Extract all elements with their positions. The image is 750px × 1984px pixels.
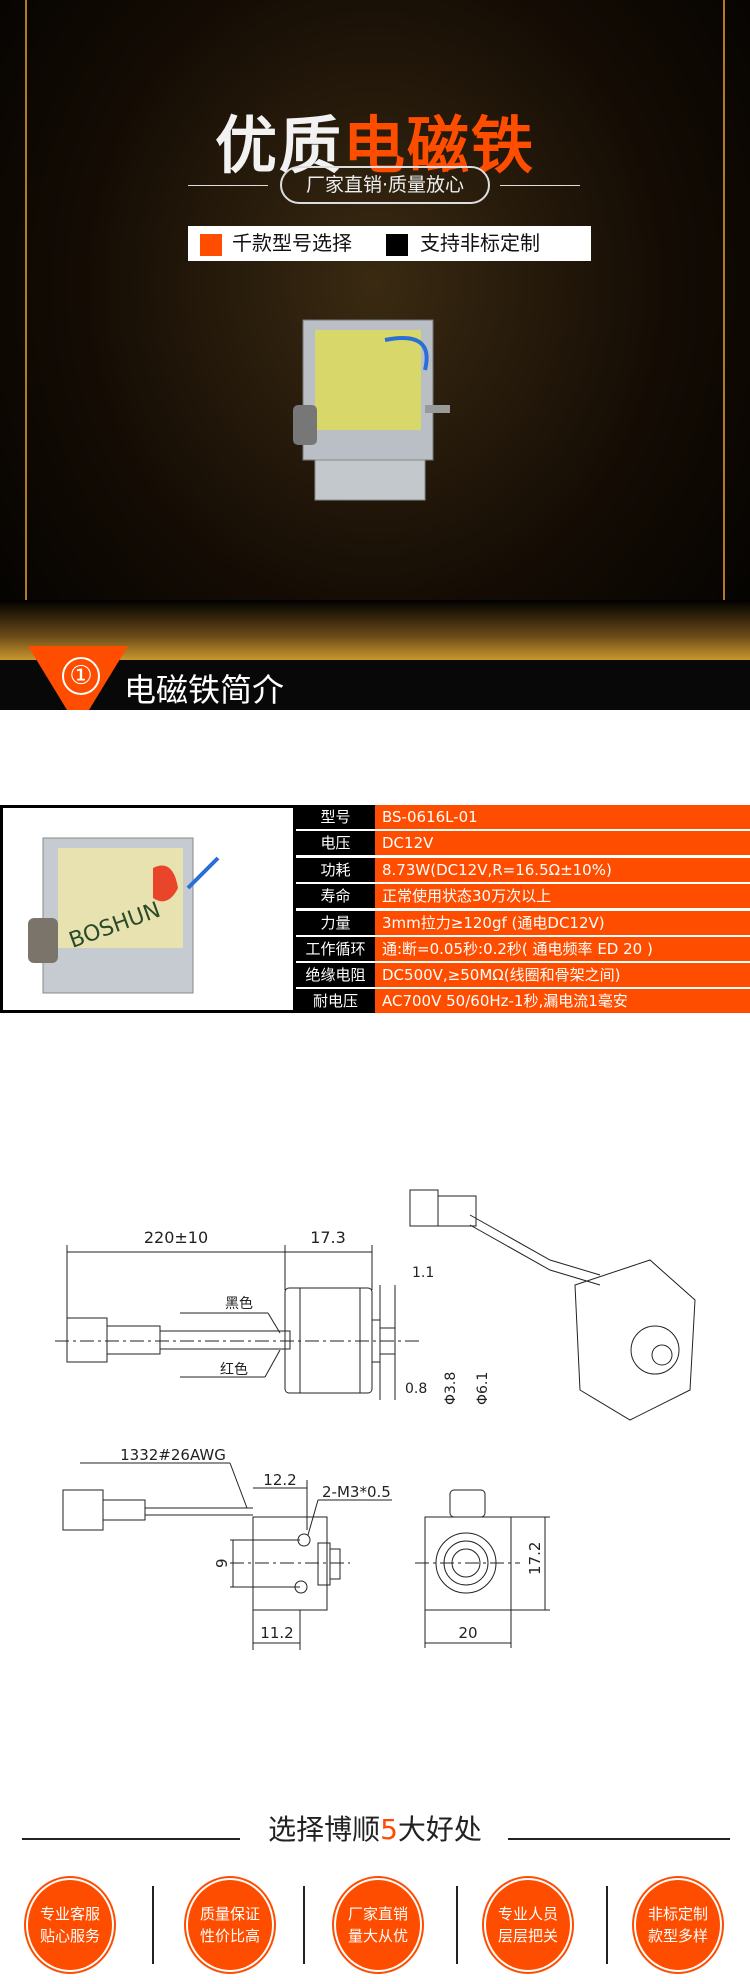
hero-title: 优质电磁铁	[0, 95, 750, 185]
dim-lead-length: 220±10	[144, 1228, 208, 1247]
title-orange: 电磁铁	[343, 109, 536, 182]
benefit-line: 层层把关	[497, 1927, 558, 1945]
spec-label: 力量	[296, 911, 375, 935]
feature-label: 千款型号选择	[232, 231, 352, 255]
label-wire-spec: 1332#26AWG	[120, 1446, 226, 1464]
orange-square-icon	[200, 234, 222, 256]
benefit-badge: 质量保证性价比高	[188, 1880, 272, 1970]
benefit-line: 性价比高	[199, 1927, 260, 1945]
benefit-badge: 专业客服贴心服务	[28, 1880, 112, 1970]
section-number: ①	[62, 657, 100, 695]
spec-value: DC12V	[375, 831, 750, 855]
dim-11-2: 11.2	[260, 1624, 293, 1642]
benefits-title: 选择博顺5大好处	[0, 1808, 750, 1848]
separator	[456, 1886, 458, 1964]
solenoid-image	[293, 319, 450, 501]
spec-value: DC500V,≥50MΩ(线圈和骨架之间)	[375, 963, 750, 987]
tagline-pill: 厂家直销·质量放心	[280, 166, 490, 204]
dim-1-1: 1.1	[412, 1265, 434, 1281]
separator	[152, 1886, 154, 1964]
gold-frame	[25, 0, 725, 640]
dim-0-8: 0.8	[405, 1381, 427, 1397]
product-photo: BOSHUN	[0, 805, 296, 1013]
label-black-wire: 黑色	[225, 1295, 253, 1312]
spec-row: 工作循环通:断=0.05秒:0.2秒( 通电频率 ED 20 )	[296, 937, 750, 961]
spec-value: 正常使用状态30万次以上	[375, 884, 750, 908]
benefit-badge: 非标定制款型多样	[636, 1880, 720, 1970]
dim-20: 20	[458, 1624, 477, 1642]
spec-value: 通:断=0.05秒:0.2秒( 通电频率 ED 20 )	[375, 937, 750, 961]
separator	[606, 1886, 608, 1964]
feature-bar: 千款型号选择 支持非标定制	[188, 226, 591, 261]
benefit-line: 厂家直销	[347, 1905, 408, 1923]
benefit-badge: 厂家直销量大从优	[336, 1880, 420, 1970]
dim-12-2: 12.2	[263, 1471, 296, 1489]
hero-banner: 优质电磁铁 厂家直销·质量放心 千款型号选择 支持非标定制 ① 电磁铁简介	[0, 0, 750, 710]
feature-label: 支持非标定制	[420, 231, 540, 255]
spec-label: 耐电压	[296, 989, 375, 1013]
black-square-icon	[386, 234, 408, 256]
dim-9: 9	[213, 1558, 231, 1568]
spec-label: 绝缘电阻	[296, 963, 375, 987]
dim-dia-3-8: Φ3.8	[443, 1372, 459, 1405]
label-thread: 2-M3*0.5	[322, 1483, 391, 1501]
divider	[500, 185, 580, 186]
spec-value: 8.73W(DC12V,R=16.5Ω±10%)	[375, 858, 750, 882]
benefit-line: 量大从优	[347, 1927, 408, 1945]
isometric-view	[409, 1189, 696, 1421]
title-part: 大好处	[397, 1813, 482, 1846]
title-part: 选择博顺	[268, 1813, 381, 1846]
divider	[188, 185, 268, 186]
title-number: 5	[380, 1813, 398, 1846]
benefit-line: 专业人员	[497, 1905, 558, 1923]
spec-value: 3mm拉力≥120gf (通电DC12V)	[375, 911, 750, 935]
spec-label: 功耗	[296, 858, 375, 882]
spec-label: 工作循环	[296, 937, 375, 961]
benefit-line: 贴心服务	[39, 1927, 100, 1945]
benefit-line: 非标定制	[647, 1905, 708, 1923]
divider	[22, 1838, 240, 1840]
spec-value: BS-0616L-01	[375, 805, 750, 829]
dimension-drawing: 220±10 17.3 黑色 红色 1.1 0.8 Φ3.8 Φ6.1 1332…	[55, 1189, 696, 1650]
spec-label: 寿命	[296, 884, 375, 908]
separator	[303, 1886, 305, 1964]
dim-dia-6-1: Φ6.1	[475, 1372, 491, 1405]
dim-17-2: 17.2	[526, 1542, 544, 1575]
dim-body-length: 17.3	[310, 1228, 346, 1247]
title-white: 优质	[214, 109, 343, 182]
label-red-wire: 红色	[220, 1361, 248, 1378]
benefit-badge: 专业人员层层把关	[486, 1880, 570, 1970]
spec-label: 型号	[296, 805, 375, 829]
benefit-line: 专业客服	[39, 1905, 100, 1923]
divider	[508, 1838, 730, 1840]
spec-row: 寿命正常使用状态30万次以上	[296, 884, 750, 908]
benefit-line: 款型多样	[647, 1927, 708, 1945]
spec-label: 电压	[296, 831, 375, 855]
benefit-line: 质量保证	[199, 1905, 260, 1923]
spec-value: AC700V 50/60Hz-1秒,漏电流1毫安	[375, 989, 750, 1013]
section-title: 电磁铁简介	[124, 671, 285, 709]
